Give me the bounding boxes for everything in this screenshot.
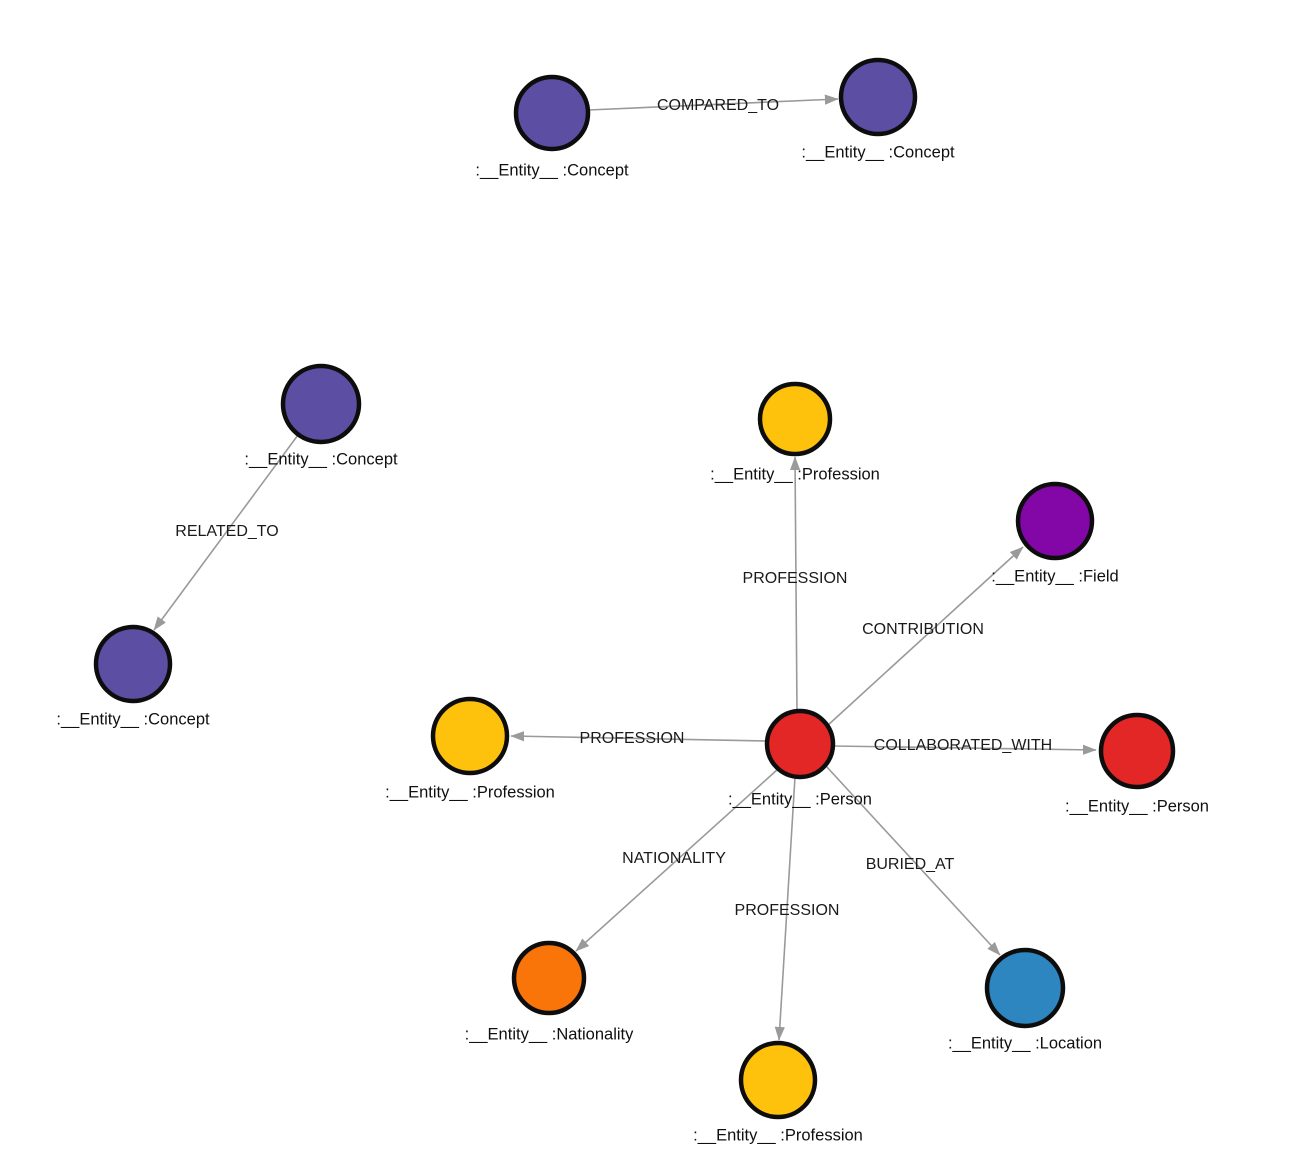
- graph-node-profession[interactable]: [430, 696, 510, 776]
- graph-node-profession[interactable]: [738, 1040, 818, 1120]
- node-label: :__Entity__ :Concept: [56, 710, 210, 728]
- node-label: :__Entity__ :Profession: [385, 783, 555, 801]
- graph-edge[interactable]: [587, 94, 839, 111]
- graph-node-person[interactable]: [764, 708, 836, 780]
- graph-edge[interactable]: [774, 776, 796, 1041]
- edge-label: BURIED_AT: [866, 856, 955, 873]
- node-label: :__Entity__ :Location: [948, 1034, 1102, 1052]
- graph-edge[interactable]: [575, 768, 779, 952]
- node-labels-layer: :__Entity__ :Concept :__Entity__ :Concept…: [56, 143, 1209, 1144]
- graph-node-location[interactable]: [984, 947, 1066, 1029]
- graph-node-concept[interactable]: [513, 74, 591, 152]
- graph-node-concept[interactable]: [93, 624, 173, 704]
- node-label: :__Entity__ :Person: [1065, 797, 1209, 815]
- graph-node-nationality[interactable]: [511, 940, 587, 1016]
- graph-node-field[interactable]: [1015, 481, 1095, 561]
- edges-layer: [153, 94, 1097, 1041]
- edge-label: COLLABORATED_WITH: [874, 737, 1052, 754]
- graph-node-concept[interactable]: [280, 363, 362, 445]
- edge-label: PROFESSION: [735, 902, 840, 919]
- edge-label: COMPARED_TO: [657, 97, 779, 114]
- graph-edge[interactable]: [826, 546, 1024, 727]
- graph-edge[interactable]: [510, 731, 768, 742]
- graph-edge[interactable]: [832, 744, 1097, 755]
- node-label: :__Entity__ :Field: [991, 567, 1119, 585]
- graph-node-profession[interactable]: [757, 381, 833, 457]
- edge-label: RELATED_TO: [175, 523, 278, 540]
- nodes-layer: [93, 57, 1176, 1120]
- node-label: :__Entity__ :Profession: [710, 465, 880, 483]
- graph-edge[interactable]: [825, 765, 1001, 956]
- graph-edge[interactable]: [789, 456, 801, 713]
- node-label: :__Entity__ :Person: [728, 790, 872, 808]
- edge-labels-layer: COMPARED_TO RELATED_TO PROFESSION CONTRIBUT…: [175, 97, 1052, 919]
- graph-node-concept[interactable]: [838, 57, 918, 137]
- edge-label: NATIONALITY: [622, 850, 726, 867]
- node-label: :__Entity__ :Nationality: [465, 1025, 635, 1043]
- edge-label: CONTRIBUTION: [862, 621, 984, 638]
- edge-label: PROFESSION: [580, 730, 685, 747]
- edge-label: PROFESSION: [743, 570, 848, 587]
- node-label: :__Entity__ :Concept: [801, 143, 955, 161]
- graph-node-person[interactable]: [1098, 712, 1176, 790]
- node-label: :__Entity__ :Concept: [244, 450, 398, 468]
- node-label: :__Entity__ :Profession: [693, 1126, 863, 1144]
- node-label: :__Entity__ :Concept: [475, 161, 629, 179]
- graph-edge[interactable]: [153, 434, 299, 631]
